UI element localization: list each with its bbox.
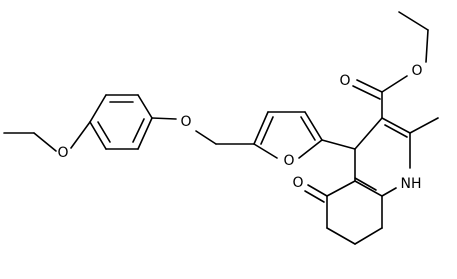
atom-label-o-furan: O (283, 153, 294, 169)
bond-furan-c2-c3-b (300, 116, 316, 141)
bond-c8-c7 (354, 227, 383, 245)
bond-ch2-o (195, 130, 217, 145)
bond-carbonyl-c-o-a (356, 79, 383, 93)
bond-c5-o-a (307, 184, 328, 197)
bond-ethyl-ch2-o (425, 29, 429, 63)
bond-c4-c3 (354, 117, 383, 150)
dihydropyridine-ring (354, 117, 439, 197)
furan-ring (253, 111, 356, 159)
bond-ar-c1-c2 (137, 94, 153, 119)
bond-c3-c2-double-b (384, 124, 408, 138)
atom-label-o-phenoxy: O (180, 114, 191, 130)
bond-ar-c6-c1-a (137, 117, 153, 150)
cyclohexanone-ring (304, 180, 383, 245)
ethyl-ester-group (352, 11, 429, 119)
bond-c3-c2-double-a (381, 117, 411, 134)
bond-c7-c6 (326, 227, 356, 245)
bond-ar-c6-c1-b (132, 118, 145, 143)
bond-c8a-c4a-b (354, 177, 377, 191)
bond-c5-o-b (304, 190, 325, 203)
atom-label-o-ketone: O (292, 175, 303, 191)
atom-label-o-ester-ether: O (411, 63, 422, 79)
bond-furan-c2-c3-a (304, 111, 323, 141)
bond-c4-furan-c2 (321, 139, 356, 150)
bond-ar-c4-o (70, 121, 91, 149)
bond-o-ester-carbon (381, 75, 408, 93)
atom-label-nh: NH (401, 176, 422, 192)
bond-furan-o-c2 (298, 139, 323, 159)
bond-carbonyl-c-o-b (352, 85, 381, 100)
bond-c2-methyl (409, 117, 439, 134)
atom-labels: O O O O O O NH (57, 63, 422, 192)
bond-furan-c5-o (253, 143, 278, 159)
atom-label-o-ester-carbonyl: O (339, 73, 350, 89)
bond-o-aryl (151, 117, 177, 120)
bond-furan-c4-c5-b (260, 116, 274, 145)
bond-ar-c3-c4 (89, 94, 107, 123)
bond-ar-c4-c5-a (89, 121, 107, 150)
bond-furan-c4-c5-a (253, 111, 269, 145)
bond-c8a-c4a-a (354, 180, 383, 197)
bond-o-methyl (33, 132, 57, 152)
methoxyphenyl-ring (3, 94, 153, 152)
bond-n1-c8a (381, 187, 397, 197)
bond-ethyl-ch3-ch2 (398, 11, 429, 31)
bond-c5-c4a (326, 180, 356, 197)
atom-label-o-methoxy: O (57, 145, 68, 161)
bond-ar-c4-c5-b (97, 121, 111, 143)
methylene-ether-linker (151, 117, 255, 145)
